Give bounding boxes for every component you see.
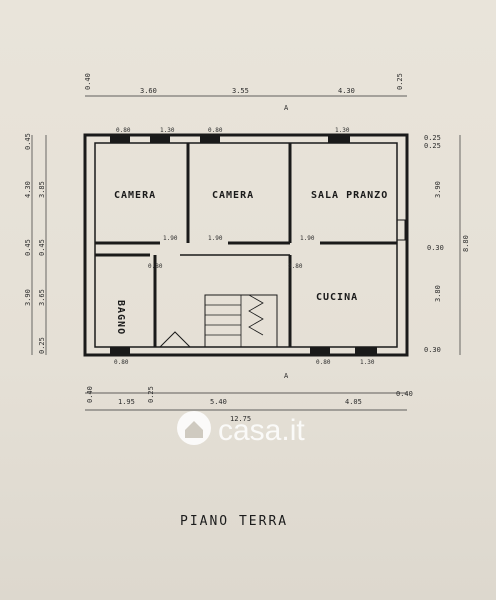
top-dim-0: 0.40 xyxy=(84,73,92,90)
section-mark-top: A xyxy=(284,104,289,112)
dimension-lines xyxy=(31,95,461,411)
left-dim-5: 3.90 xyxy=(24,289,32,306)
window-label: 0.80 xyxy=(208,127,223,134)
window-label: 1.30 xyxy=(335,127,350,134)
window-cucina-1 xyxy=(310,347,330,355)
left-dim-4: 0.45 xyxy=(38,239,46,256)
window-cucina-2 xyxy=(355,347,377,355)
left-dim-6: 3.65 xyxy=(38,289,46,306)
house-icon xyxy=(185,421,203,438)
total-height: 8.80 xyxy=(462,235,470,252)
room-camera-left: CAMERA xyxy=(114,190,156,201)
sala-window-detail xyxy=(397,219,406,241)
window-camera-left-2 xyxy=(150,135,170,143)
section-mark-bottom: A xyxy=(284,372,289,380)
room-sala-pranzo: SALA PRANZO xyxy=(311,190,388,201)
total-width: 12.75 xyxy=(230,415,251,423)
bottom-dim-4: 4.05 xyxy=(345,398,362,406)
room-camera-mid: CAMERA xyxy=(212,190,254,201)
right-dim-1: 0.25 xyxy=(424,142,441,150)
room-bagno: BAGNO xyxy=(115,300,126,335)
stair-steps xyxy=(205,294,264,347)
top-dim-2: 3.55 xyxy=(232,87,249,95)
window-camera-mid xyxy=(200,135,220,143)
window-camera-left xyxy=(110,135,130,143)
window-bagno xyxy=(110,347,130,355)
window-sala xyxy=(328,135,350,143)
left-dim-7: 0.25 xyxy=(38,337,46,354)
room-cucina: CUCINA xyxy=(316,292,358,303)
entry-mark xyxy=(159,331,191,348)
bottom-dim-1: 1.95 xyxy=(118,398,135,406)
left-dim-2: 3.85 xyxy=(38,181,46,198)
top-dim-1: 3.60 xyxy=(140,87,157,95)
top-dim-4: 0.25 xyxy=(396,73,404,90)
bottom-dim-0: 0.40 xyxy=(86,386,94,403)
plan-title: PIANO TERRA xyxy=(180,514,288,529)
window-label: 0.80 xyxy=(316,359,331,366)
window-label: 0.80 xyxy=(116,127,131,134)
windows xyxy=(110,135,377,355)
left-dim-0: 0.45 xyxy=(24,133,32,150)
bottom-dim-2: 0.25 xyxy=(147,386,155,403)
door-label: 1.90 xyxy=(208,235,223,242)
door-label: 0.80 xyxy=(288,263,303,270)
bottom-dim-5: 0.40 xyxy=(396,390,413,398)
door-label: 0.80 xyxy=(148,263,163,270)
watermark: casa.it xyxy=(218,414,305,447)
door-label: 1.90 xyxy=(163,235,178,242)
walls xyxy=(83,133,409,357)
window-label: 1.30 xyxy=(160,127,175,134)
door-label: 1.90 xyxy=(300,235,315,242)
left-dim-3: 0.45 xyxy=(24,239,32,256)
bottom-dim-3: 5.40 xyxy=(210,398,227,406)
right-dim-3: 0.30 xyxy=(427,244,444,252)
top-dim-3: 4.30 xyxy=(338,87,355,95)
right-dim-0: 0.25 xyxy=(424,134,441,142)
outer-wall xyxy=(83,133,409,357)
right-dim-5: 0.30 xyxy=(424,346,441,354)
window-label: 1.30 xyxy=(360,359,375,366)
right-dim-2: 3.90 xyxy=(434,181,442,198)
right-dim-4: 3.80 xyxy=(434,285,442,302)
left-dim-1: 4.30 xyxy=(24,181,32,198)
window-label: 0.80 xyxy=(114,359,129,366)
inner-wall-line xyxy=(94,142,398,348)
